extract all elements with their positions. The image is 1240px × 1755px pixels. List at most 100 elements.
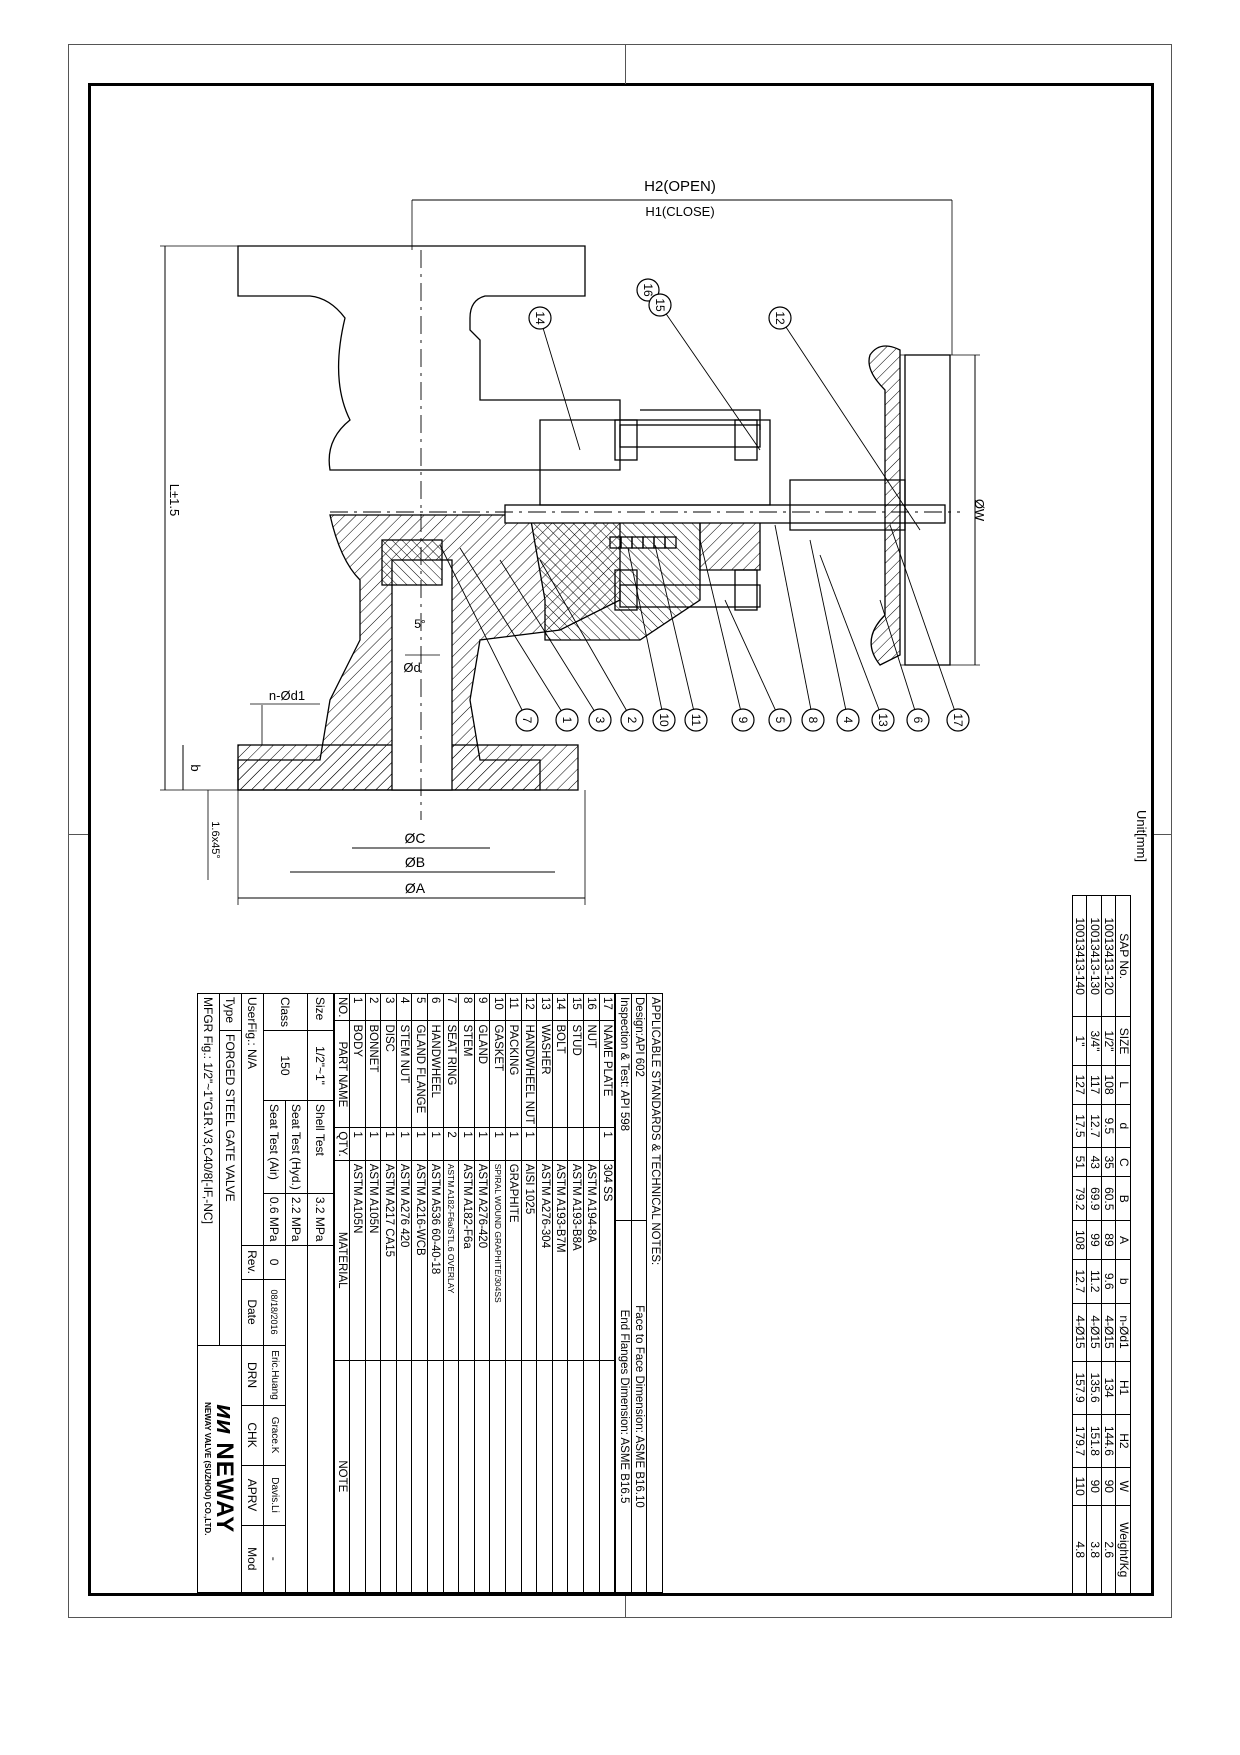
parts-cell-no: 6 xyxy=(427,993,444,1021)
balloon-circle xyxy=(731,708,755,732)
balloon-11: 11 xyxy=(689,714,703,727)
nut-lower-right xyxy=(734,569,758,611)
dim-b-dia-label: ØB xyxy=(405,854,425,870)
aprv-value: Davis.Li xyxy=(263,1465,286,1526)
size-table-header: d xyxy=(1116,1104,1131,1148)
parts-cell-name: STUD xyxy=(567,1020,584,1128)
parts-cell-qty: 1 xyxy=(396,1127,412,1161)
parts-cell-name: BOLT xyxy=(552,1020,568,1128)
drn-value: Eric.Huang xyxy=(263,1345,286,1406)
parts-cell-qty: 1 xyxy=(427,1127,444,1161)
parts-cell-name: GASKET xyxy=(489,1020,506,1128)
balloon-1: 1 xyxy=(560,717,574,724)
balloon-circle xyxy=(648,293,672,317)
size-table-header: SIZE xyxy=(1116,1016,1131,1066)
parts-cell-material: ASTM A193-B8A xyxy=(567,1160,584,1361)
size-table-cell: 134 xyxy=(1101,1361,1116,1415)
size-table-cell: 117 xyxy=(1087,1065,1102,1105)
type-value: FORGED STEEL GATE VALVE xyxy=(219,1030,242,1346)
parts-cell-no: 8 xyxy=(458,993,475,1021)
parts-cell-name: NUT xyxy=(583,1020,600,1128)
parts-cell-no: 9 xyxy=(474,993,490,1021)
handwheel xyxy=(868,345,901,666)
chk-header: CHK xyxy=(241,1405,264,1466)
parts-cell-material: ASTM A194-8A xyxy=(583,1160,600,1361)
size-table-cell: 9.5 xyxy=(1101,1104,1116,1148)
parts-cell-qty: 1 xyxy=(412,1127,428,1161)
size-table-cell: 108 xyxy=(1101,1065,1116,1105)
parts-header-name: PART NAME xyxy=(334,1020,350,1128)
notes-title: APPLICABLE STANDARDS & TECHNICAL NOTES: xyxy=(646,993,663,1593)
balloon-circle xyxy=(871,708,895,732)
parts-cell-note xyxy=(599,1360,615,1593)
size-table-header: H1 xyxy=(1116,1361,1131,1415)
parts-cell-name: BONNET xyxy=(365,1020,381,1128)
nut-upper-left xyxy=(614,419,638,461)
size-table-cell: 51 xyxy=(1072,1147,1087,1177)
size-table-cell: 179.7 xyxy=(1072,1414,1087,1468)
balloon-circle xyxy=(528,306,552,330)
parts-cell-name: HANDWHEEL NUT xyxy=(521,1020,537,1128)
dim-b-label: b xyxy=(188,764,203,771)
size-table-cell: 90 xyxy=(1101,1467,1116,1506)
parts-cell-name: NAME PLATE xyxy=(599,1020,615,1128)
parts-cell-name: STEM xyxy=(458,1020,475,1128)
parts-header-material: MATERIAL xyxy=(334,1160,350,1361)
fold-mark-bottom xyxy=(625,1596,626,1618)
parts-cell-no: 5 xyxy=(412,993,428,1021)
class-value: 150 xyxy=(263,1030,308,1101)
size-table-header: A xyxy=(1116,1220,1131,1260)
size-table-cell: 110 xyxy=(1072,1467,1087,1506)
title-block: Size 1/2"~1" Shell Test 3.2 MPa Class 15… xyxy=(197,993,334,1593)
parts-cell-material: ASTM A182-F6a xyxy=(458,1160,475,1361)
parts-cell-note xyxy=(505,1360,522,1593)
parts-cell-material: ASTM A105N xyxy=(349,1160,366,1361)
balloon-5: 5 xyxy=(773,717,787,724)
parts-cell-no: 4 xyxy=(396,993,412,1021)
parts-cell-note xyxy=(380,1360,397,1593)
parts-cell-name: PACKING xyxy=(505,1020,522,1128)
notes-inspection: Inspection & Test: API 598 xyxy=(615,993,632,1221)
shell-test-label: Shell Test xyxy=(307,1100,334,1194)
size-table-header: b xyxy=(1116,1259,1131,1304)
parts-cell-material: SPIRAL WOUND GRAPHITE/304SS xyxy=(489,1160,506,1361)
dim-l-label: L±1.5 xyxy=(167,484,182,516)
parts-cell-material: ASTM A276-304 xyxy=(536,1160,553,1361)
fold-mark-left xyxy=(68,834,88,835)
size-table-header: n-Ød1 xyxy=(1116,1303,1131,1362)
dim-h1-label: H1(CLOSE) xyxy=(645,204,714,219)
balloon-circle xyxy=(620,708,644,732)
size-table-cell: 2.6 xyxy=(1101,1505,1116,1595)
balloon-circle xyxy=(652,708,676,732)
balloon-17: 17 xyxy=(951,713,965,727)
parts-cell-qty: 1 xyxy=(458,1127,475,1161)
size-label: Size xyxy=(307,993,334,1031)
rotated-dimension-labels: L±1.5 ØW b 1.6x45° xyxy=(167,484,987,859)
size-table-header: W xyxy=(1116,1467,1131,1506)
date-header: Date xyxy=(241,1279,264,1346)
stud-lower xyxy=(619,584,761,608)
handwheel-nut-area xyxy=(789,479,906,531)
parts-cell-name: STEM NUT xyxy=(396,1020,412,1128)
parts-cell-note xyxy=(365,1360,381,1593)
parts-cell-material: ASTM A217 CA15 xyxy=(380,1160,397,1361)
parts-cell-qty: 1 xyxy=(599,1127,615,1161)
balloon-6: 6 xyxy=(911,717,925,724)
parts-cell-note xyxy=(458,1360,475,1593)
gland-section xyxy=(699,519,761,571)
nut-upper-right xyxy=(734,419,758,461)
shell-test-value: 3.2 MPa xyxy=(307,1193,334,1246)
size-table-cell: 4-Ø15 xyxy=(1087,1303,1102,1362)
seat-hyd-value: 2.2 MPa xyxy=(285,1193,308,1246)
parts-cell-note xyxy=(474,1360,490,1593)
body-upper-outline xyxy=(237,245,621,471)
dim-angle-label: 5° xyxy=(414,617,426,631)
size-table-cell: 89 xyxy=(1101,1220,1116,1260)
parts-cell-material: ASTM A182-F6a/STL.6 OVERLAY xyxy=(443,1160,459,1361)
